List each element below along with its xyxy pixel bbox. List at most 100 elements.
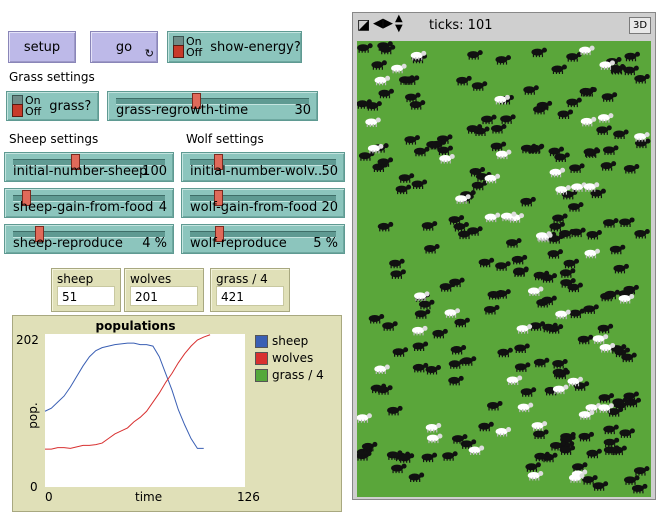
- slider-label: sheep-gain-from-food: [13, 200, 154, 215]
- wolf: [602, 145, 619, 155]
- slider-track[interactable]: [13, 195, 165, 202]
- wolf: [404, 135, 420, 145]
- sheep: [468, 445, 485, 456]
- legend-grass-swatch: [255, 368, 268, 382]
- slider-thumb[interactable]: [34, 226, 44, 242]
- slider-thumb[interactable]: [215, 226, 225, 242]
- sheep: [455, 194, 471, 204]
- wolf: [633, 466, 650, 476]
- wolf: [456, 75, 472, 86]
- wolf: [603, 437, 620, 448]
- wolf: [389, 258, 405, 269]
- wolf: [592, 481, 609, 491]
- show-energy-switch[interactable]: On Off show-energy?: [167, 31, 302, 63]
- wolf-gain-slider[interactable]: wolf-gain-from-food 20: [181, 188, 345, 218]
- monitor-label: wolves: [130, 272, 172, 286]
- switch-toggle-icon[interactable]: [12, 95, 23, 117]
- wolf: [569, 163, 585, 173]
- wolf: [590, 188, 606, 199]
- sheep-reproduce-slider[interactable]: sheep-reproduce 4 %: [4, 224, 174, 254]
- initial-wolves-slider[interactable]: initial-number-wolv... 50: [181, 152, 345, 182]
- wolf: [581, 87, 597, 97]
- x-axis-label: time: [135, 490, 162, 504]
- grass-regrowth-slider[interactable]: grass-regrowth-time 30: [107, 91, 318, 121]
- wolf: [597, 323, 614, 334]
- sheep: [598, 403, 614, 413]
- grass-switch[interactable]: On Off grass?: [6, 91, 99, 121]
- wolf: [557, 109, 574, 119]
- sheep: [552, 384, 569, 395]
- wolf: [412, 341, 429, 352]
- sheep: [367, 143, 384, 154]
- y-max-label: 202: [16, 333, 39, 347]
- slider-thumb[interactable]: [213, 154, 223, 170]
- sheep: [495, 427, 512, 437]
- view-resize-icon[interactable]: ◪: [357, 17, 371, 33]
- sheep: [374, 75, 391, 86]
- slider-track[interactable]: [190, 195, 336, 202]
- wolf: [500, 114, 516, 124]
- wolf: [414, 309, 431, 319]
- sheep: [425, 422, 442, 433]
- wolf: [377, 221, 394, 232]
- y-axis-label: pop.: [26, 402, 40, 428]
- wolf: [469, 166, 486, 177]
- sheep: [365, 117, 381, 128]
- wolf: [603, 218, 619, 228]
- sheep: [592, 334, 609, 344]
- slider-track[interactable]: [13, 159, 165, 166]
- slider-thumb[interactable]: [213, 190, 223, 206]
- sheep: [599, 60, 615, 70]
- slider-value: 4: [158, 200, 167, 215]
- slider-value: 50: [321, 164, 338, 179]
- ticks-counter: ticks: 101: [429, 18, 493, 33]
- grass-switch-label: grass?: [49, 98, 92, 114]
- go-button[interactable]: go ↻: [90, 31, 158, 63]
- slider-track[interactable]: [190, 159, 336, 166]
- switch-off-label: Off: [186, 46, 203, 59]
- wolf: [392, 347, 409, 357]
- slider-thumb[interactable]: [192, 93, 202, 109]
- wolf: [621, 352, 637, 363]
- plot-area: [45, 334, 245, 487]
- wolf: [467, 50, 483, 60]
- wolf: [471, 81, 488, 91]
- slider-thumb[interactable]: [21, 190, 31, 206]
- initial-sheep-slider[interactable]: initial-number-sheep 100: [4, 152, 174, 182]
- sheep-gain-slider[interactable]: sheep-gain-from-food 4: [4, 188, 174, 218]
- wolf: [483, 304, 500, 315]
- wolf: [534, 451, 550, 462]
- 3d-view-button[interactable]: 3D: [629, 17, 651, 34]
- slider-thumb[interactable]: [71, 154, 80, 170]
- slider-label: wolf-reproduce: [190, 236, 287, 251]
- wolf: [586, 448, 602, 459]
- wolf: [424, 244, 440, 254]
- wolf: [634, 138, 651, 149]
- wolf: [451, 434, 468, 444]
- grass-monitor: grass / 4 421: [210, 268, 290, 312]
- view-zoom-icon[interactable]: ▲▼: [395, 13, 403, 34]
- wolf: [418, 299, 435, 310]
- setup-button[interactable]: setup: [8, 31, 76, 63]
- wolf-reproduce-slider[interactable]: wolf-reproduce 5 %: [181, 224, 345, 254]
- view-move-icon[interactable]: ◀▶: [373, 16, 393, 31]
- switch-toggle-icon[interactable]: [173, 36, 184, 58]
- sheep: [484, 173, 501, 184]
- wolf: [411, 179, 428, 190]
- slider-track[interactable]: [190, 231, 336, 238]
- switch-off-label: Off: [25, 105, 42, 118]
- slider-track[interactable]: [116, 98, 309, 105]
- world-canvas: [357, 41, 651, 497]
- wolf: [403, 75, 420, 85]
- wolf: [613, 263, 629, 274]
- legend-sheep-label: sheep: [272, 334, 309, 348]
- wolf: [533, 357, 550, 368]
- sheep: [506, 375, 523, 385]
- legend-sheep: sheep: [255, 334, 308, 348]
- wolf: [600, 291, 616, 302]
- monitor-value: 201: [130, 286, 198, 306]
- wolf: [560, 278, 576, 288]
- wolf: [495, 261, 511, 271]
- slider-track[interactable]: [13, 231, 165, 238]
- sheep-settings-title: Sheep settings: [9, 132, 99, 146]
